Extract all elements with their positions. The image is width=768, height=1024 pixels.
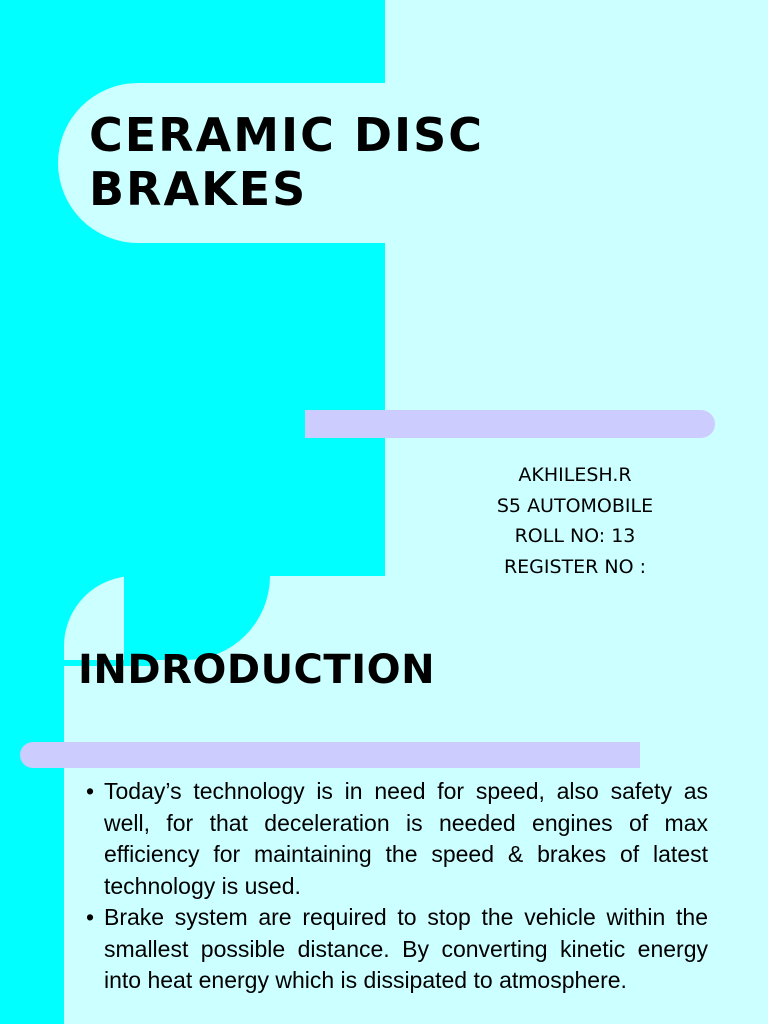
author-info: AKHILESH.R S5 AUTOMOBILE ROLL NO: 13 REG…: [460, 460, 690, 576]
author-name: AKHILESH.R: [518, 464, 632, 486]
bullet-icon: •: [86, 778, 95, 804]
bullet-list: • Today’s technology is in need for speed…: [86, 776, 708, 997]
bullet-text: Today’s technology is in need for speed,…: [104, 778, 708, 899]
roll-number: ROLL NO: 13: [514, 525, 636, 547]
author-class: S5 AUTOMOBILE: [496, 494, 654, 517]
bullet-text: Brake system are required to stop the ve…: [104, 904, 708, 993]
introduction-slide: INDRODUCTION • Today’s technology is in n…: [0, 576, 768, 1024]
list-item: • Today’s technology is in need for speed…: [86, 776, 708, 902]
title-pill-background: [58, 83, 494, 243]
left-cyan-strip: [0, 576, 64, 1024]
presentation-title: CERAMIC DISC BRAKES: [89, 108, 485, 216]
decorative-bar: [305, 410, 715, 438]
bullet-icon: •: [86, 904, 95, 930]
title-slide: CERAMIC DISC BRAKES AKHILESH.R S5 AUTOMO…: [0, 0, 715, 576]
register-number: REGISTER NO :: [503, 555, 647, 577]
list-item: • Brake system are required to stop the v…: [86, 902, 708, 997]
decorative-bar: [20, 742, 640, 768]
section-heading: INDRODUCTION: [78, 647, 436, 693]
